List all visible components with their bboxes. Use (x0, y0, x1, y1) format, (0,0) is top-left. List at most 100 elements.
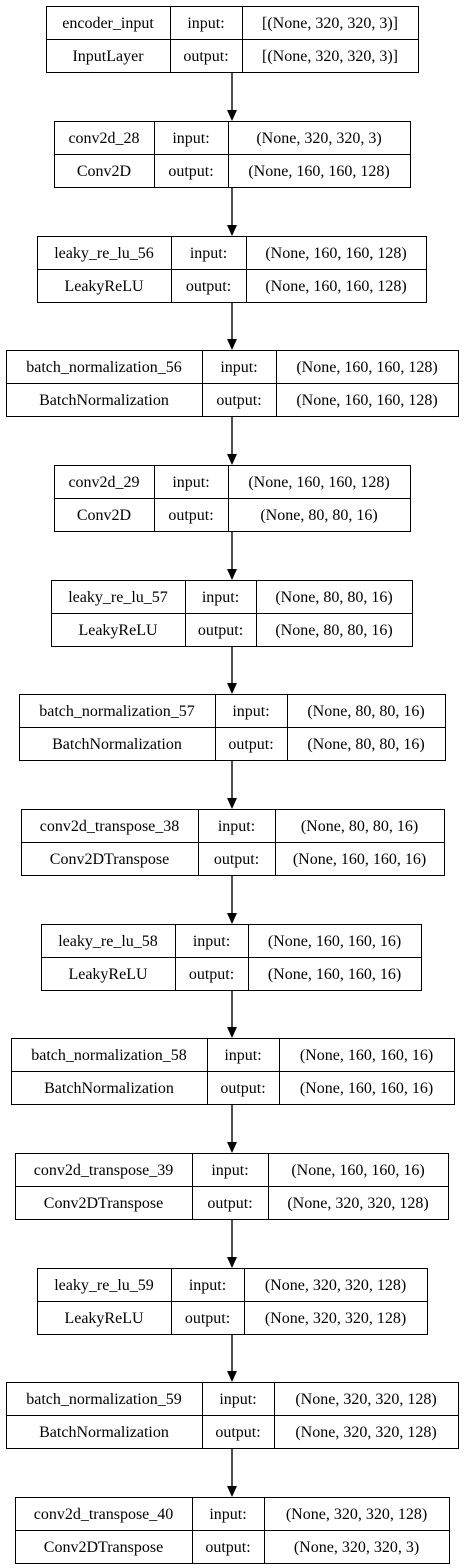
output-label: output: (189, 966, 234, 983)
layer-type: BatchNormalization (44, 1080, 174, 1097)
output-label: output: (228, 736, 273, 753)
layer-name: leaky_re_lu_58 (58, 933, 158, 950)
layer-type: Conv2DTranspose (50, 851, 169, 868)
input-label: input: (224, 1047, 261, 1064)
output-shape: (None, 80, 80, 16) (260, 507, 377, 524)
layer-type: Conv2D (77, 163, 131, 180)
arrow-head (227, 569, 237, 580)
output-shape: (None, 160, 160, 16) (293, 851, 426, 868)
output-label: output: (185, 1310, 230, 1327)
arrow-head (227, 1486, 237, 1497)
flow-arrow (227, 303, 237, 350)
input-label: input: (209, 1506, 246, 1523)
layer-node: conv2d_transpose_40Conv2DTransposeinput:… (15, 1497, 450, 1564)
output-shape: (None, 80, 80, 16) (275, 622, 392, 639)
output-shape: (None, 160, 160, 16) (300, 1080, 433, 1097)
output-shape: (None, 320, 320, 3) (294, 1539, 419, 1556)
output-label: output: (220, 1080, 265, 1097)
input-shape: (None, 80, 80, 16) (275, 589, 392, 606)
layer-node: batch_normalization_57BatchNormalization… (19, 694, 446, 761)
output-label: output: (183, 48, 228, 65)
layer-name: conv2d_transpose_39 (34, 1162, 174, 1179)
layer-name: encoder_input (62, 15, 154, 32)
layer-node: batch_normalization_58BatchNormalization… (11, 1038, 455, 1105)
flow-arrow (227, 991, 237, 1038)
output-shape: (None, 160, 160, 16) (268, 966, 401, 983)
layer-type: LeakyReLU (64, 278, 144, 295)
input-shape: (None, 160, 160, 128) (296, 359, 437, 376)
input-shape: (None, 160, 160, 16) (291, 1162, 424, 1179)
layer-type: BatchNormalization (39, 392, 169, 409)
arrow-head (227, 225, 237, 236)
arrow-head (227, 683, 237, 694)
output-label: output: (205, 1539, 250, 1556)
arrow-head (227, 1371, 237, 1382)
output-label: output: (186, 278, 231, 295)
output-label: output: (168, 507, 213, 524)
output-label: output: (215, 1424, 260, 1441)
flow-arrow (227, 761, 237, 809)
flow-arrow (227, 188, 237, 236)
layer-name: conv2d_transpose_40 (34, 1506, 174, 1523)
layer-name: conv2d_28 (68, 130, 139, 147)
layer-name: batch_normalization_58 (31, 1047, 187, 1064)
output-shape: (None, 320, 320, 128) (287, 1195, 428, 1212)
input-label: input: (193, 933, 230, 950)
input-label: input: (172, 130, 209, 147)
input-shape: [(None, 320, 320, 3)] (262, 15, 398, 32)
input-label: input: (220, 359, 257, 376)
arrow-head (227, 454, 237, 465)
arrow-head (227, 339, 237, 350)
layer-node: leaky_re_lu_57LeakyReLUinput:output:(Non… (51, 580, 413, 647)
output-shape: (None, 320, 320, 128) (295, 1424, 436, 1441)
input-shape: (None, 160, 160, 128) (265, 245, 406, 262)
flow-arrow (227, 647, 237, 694)
output-label: output: (216, 392, 261, 409)
layer-type: BatchNormalization (52, 736, 182, 753)
input-label: input: (232, 703, 269, 720)
arrow-head (227, 913, 237, 924)
input-label: input: (187, 15, 224, 32)
output-shape: (None, 160, 160, 128) (265, 278, 406, 295)
input-shape: (None, 320, 320, 128) (286, 1506, 427, 1523)
output-shape: (None, 80, 80, 16) (307, 736, 424, 753)
layer-type: LeakyReLU (68, 966, 148, 983)
output-shape: (None, 320, 320, 128) (265, 1310, 406, 1327)
layer-type: LeakyReLU (64, 1310, 144, 1327)
layer-node: leaky_re_lu_56LeakyReLUinput:output:(Non… (37, 236, 427, 303)
layer-node: batch_normalization_59BatchNormalization… (6, 1382, 459, 1449)
layer-name: batch_normalization_57 (39, 703, 195, 720)
input-label: input: (219, 1391, 256, 1408)
input-shape: (None, 80, 80, 16) (307, 703, 424, 720)
flow-arrow (227, 417, 237, 465)
layer-type: InputLayer (72, 48, 144, 65)
layer-type: LeakyReLU (78, 622, 158, 639)
layer-name: batch_normalization_56 (26, 359, 182, 376)
output-shape: (None, 160, 160, 128) (248, 163, 389, 180)
layer-type: Conv2D (77, 507, 131, 524)
input-label: input: (211, 1162, 248, 1179)
flow-arrow (227, 1220, 237, 1268)
layer-name: leaky_re_lu_57 (68, 589, 168, 606)
flow-arrow (227, 876, 237, 924)
layer-node: leaky_re_lu_59LeakyReLUinput:output:(Non… (37, 1268, 428, 1335)
input-shape: (None, 160, 160, 16) (268, 933, 401, 950)
layer-name: leaky_re_lu_56 (54, 245, 154, 262)
input-shape: (None, 320, 320, 3) (256, 130, 381, 147)
output-shape: [(None, 320, 320, 3)] (262, 48, 398, 65)
input-label: input: (202, 589, 239, 606)
arrow-head (227, 1142, 237, 1153)
layer-name: batch_normalization_59 (26, 1391, 182, 1408)
input-label: input: (189, 1277, 226, 1294)
layer-node: batch_normalization_56BatchNormalization… (6, 350, 459, 417)
layer-node: conv2d_transpose_39Conv2DTransposeinput:… (15, 1153, 449, 1220)
arrow-head (227, 1257, 237, 1268)
input-shape: (None, 160, 160, 16) (300, 1047, 433, 1064)
input-shape: (None, 80, 80, 16) (301, 818, 418, 835)
flow-arrow (227, 1449, 237, 1497)
